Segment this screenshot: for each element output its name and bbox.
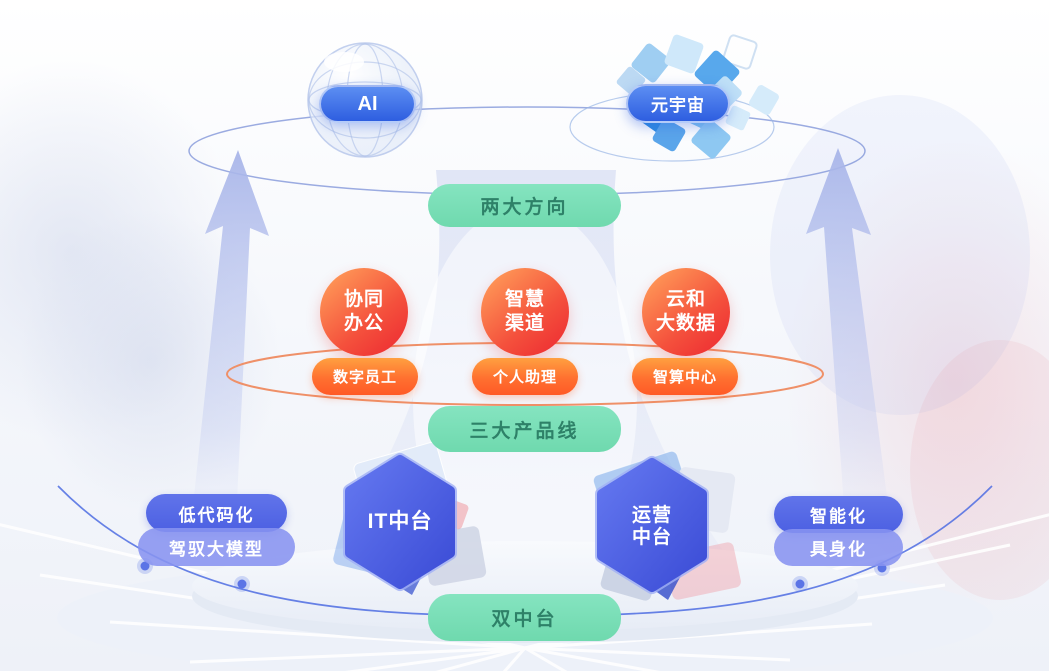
capability-large-models: 驾驭大模型 — [138, 528, 295, 566]
circle-label-line1: 智慧 — [504, 289, 545, 311]
band-dual-middle-platform: 双中台 — [428, 594, 621, 641]
it-hexagon — [343, 453, 457, 591]
hexagon-operations-platform-label: 运营 中台 — [600, 498, 704, 556]
tag-label: 个人助理 — [492, 369, 557, 386]
tag-personal-assistant: 个人助理 — [472, 358, 578, 395]
circle-label-line2: 办公 — [343, 313, 384, 334]
right-up-arrow — [806, 148, 889, 520]
band-three-product-lines: 三大产品线 — [428, 406, 621, 452]
ai-badge-label: AI — [357, 92, 378, 115]
capability-low-code: 低代码化 — [146, 494, 287, 532]
hexagon-label-line1: 运营 — [631, 504, 672, 526]
band-two-directions-label: 两大方向 — [480, 197, 569, 218]
capability-label: 智能化 — [810, 507, 867, 526]
circle-collaborative-office: 协同 办公 — [320, 268, 408, 356]
tag-label: 数字员工 — [332, 369, 397, 386]
capability-label: 驾驭大模型 — [169, 539, 264, 559]
tag-digital-employee: 数字员工 — [312, 358, 418, 395]
capability-label: 具身化 — [810, 540, 867, 559]
metaverse-badge: 元宇宙 — [626, 84, 730, 123]
hexagon-label-line2: 中台 — [631, 527, 672, 548]
capability-label: 低代码化 — [178, 505, 255, 525]
circle-label-line1: 云和 — [665, 289, 706, 311]
hexagon-label-line1: IT中台 — [367, 509, 433, 533]
band-three-product-lines-label: 三大产品线 — [469, 420, 580, 442]
funnel-highlight — [413, 205, 637, 595]
tag-intelligent-computing-center: 智算中心 — [632, 358, 738, 395]
left-up-arrow — [192, 150, 269, 522]
hexagon-it-platform-label: IT中台 — [348, 494, 452, 550]
band-two-directions: 两大方向 — [428, 184, 621, 227]
capability-embodied: 具身化 — [774, 529, 903, 566]
orbit-dot — [234, 576, 250, 592]
capability-intelligent: 智能化 — [774, 496, 903, 533]
circle-label-line2: 大数据 — [655, 313, 716, 334]
metaverse-badge-label: 元宇宙 — [651, 96, 705, 115]
orbit-dot — [792, 576, 808, 592]
ai-badge: AI — [319, 85, 416, 123]
circle-cloud-bigdata: 云和 大数据 — [642, 268, 730, 356]
circle-smart-channels: 智慧 渠道 — [481, 268, 569, 356]
band-dual-middle-platform-label: 双中台 — [491, 609, 558, 630]
circle-label-line1: 协同 — [343, 289, 384, 311]
tag-label: 智算中心 — [652, 369, 717, 386]
circle-label-line2: 渠道 — [504, 313, 545, 334]
ops-hexagon — [595, 456, 709, 594]
